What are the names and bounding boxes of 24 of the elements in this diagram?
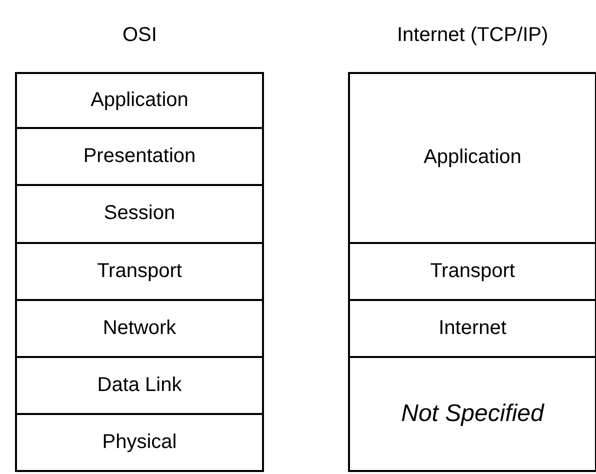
- layer-box: [15, 242, 264, 301]
- layer-name: Network: [102, 316, 176, 340]
- layer-name: Not Specified: [400, 399, 546, 430]
- layer-box: [348, 298, 596, 358]
- layer-name: Transport: [430, 260, 515, 283]
- layer-box: [15, 356, 264, 416]
- layer-box: [15, 184, 264, 244]
- layer-name: Presentation: [83, 145, 196, 168]
- layer-box: [15, 127, 264, 186]
- layer-box: [15, 72, 264, 130]
- layer-name: Internet: [438, 316, 506, 340]
- layer-name: Application: [424, 146, 522, 170]
- layer-box: [15, 413, 264, 472]
- layer-box: [15, 298, 264, 358]
- layer-name: Session: [104, 202, 176, 226]
- column-heading: OSI: [122, 24, 157, 47]
- layer-name: Application: [90, 89, 188, 112]
- column-heading: Internet (TCP/IP): [397, 24, 548, 47]
- layer-name: Physical: [102, 431, 177, 454]
- layer-name: Transport: [97, 260, 182, 283]
- layer-name: Data Link: [97, 374, 182, 398]
- layer-box: [348, 242, 596, 301]
- layer-box: [348, 72, 596, 244]
- layer-box: [348, 356, 596, 472]
